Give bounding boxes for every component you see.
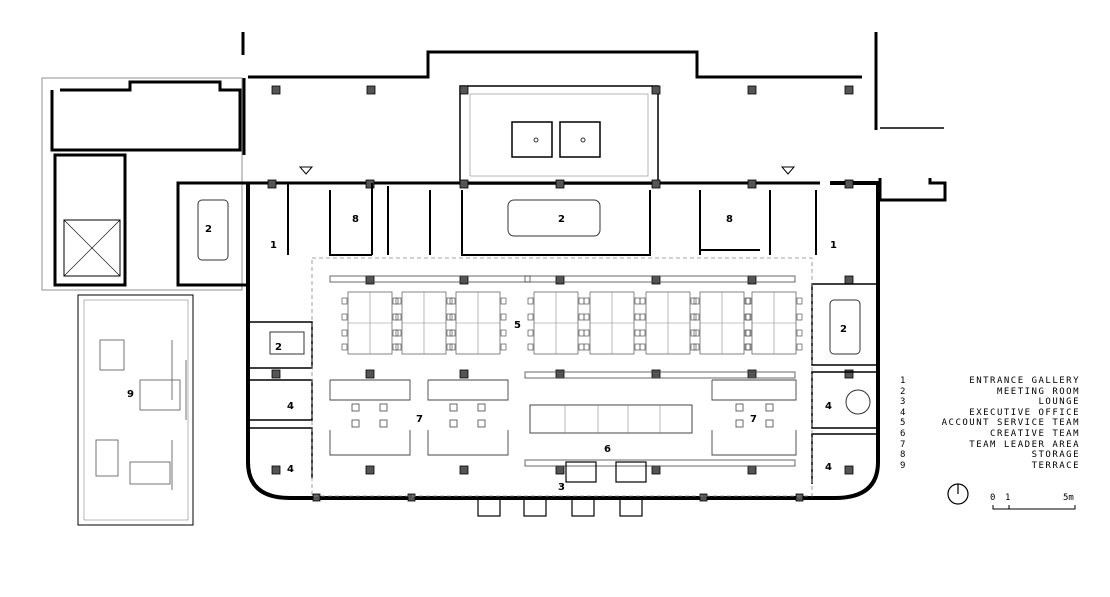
room-label-storage-east: 8: [726, 214, 733, 225]
room-label-storage-west: 8: [352, 214, 359, 225]
legend-number: 9: [900, 460, 907, 471]
room-label-leader-east: 7: [750, 414, 757, 425]
room-label-exec-east-2: 4: [825, 462, 832, 473]
room-label-account-service: 5: [514, 320, 521, 331]
room-label-meeting-west-small: 2: [275, 342, 282, 353]
legend-row: 6 CREATIVE TEAM: [900, 429, 1080, 440]
legend-row: 5 ACCOUNT SERVICE TEAM: [900, 418, 1080, 429]
legend-label: LOUNGE: [1038, 397, 1080, 408]
room-label-leader-west: 7: [416, 414, 423, 425]
room-label-creative: 6: [604, 444, 611, 455]
legend-label: MEETING ROOM: [996, 386, 1080, 397]
room-label-entrance-west: 1: [270, 240, 277, 251]
terrace-furniture: [95, 339, 187, 490]
legend-number: 8: [900, 450, 907, 461]
room-legend: 1 ENTRANCE GALLERY 2 MEETING ROOM 3 LOUNGE 4 EX…: [900, 376, 1080, 471]
legend-number: 6: [900, 428, 907, 439]
legend-number: 4: [900, 407, 907, 418]
north-arrow-icon: [947, 483, 969, 505]
legend-row: 4 EXECUTIVE OFFICE: [900, 408, 1080, 419]
team-leader-furniture: [329, 379, 797, 456]
room-label-exec-west-1: 4: [287, 401, 294, 412]
lounge-bays: [477, 497, 643, 517]
legend-label: ENTRANCE GALLERY: [969, 376, 1080, 386]
scale-mid-label: 1: [1005, 493, 1010, 503]
legend-number: 2: [900, 386, 907, 397]
room-labels: 1 1 2 2 2 2 3 4 4 4 4 5 6 7 7 8 8 9: [127, 214, 847, 493]
room-label-lounge: 3: [558, 482, 565, 493]
legend-label: TEAM LEADER AREA: [969, 439, 1080, 450]
meeting-tables: [197, 137, 871, 415]
room-label-meeting-east: 2: [840, 324, 847, 335]
scale-end-label: 5m: [1063, 493, 1074, 503]
legend-row: 2 MEETING ROOM: [900, 387, 1080, 398]
account-service-desks: [341, 291, 803, 355]
legend-row: 9 TERRACE: [900, 461, 1080, 472]
entrance-markers: [298, 166, 796, 175]
legend-number: 3: [900, 397, 907, 408]
scale-bar: 0 1 5m: [990, 493, 1076, 510]
room-label-exec-east-1: 4: [825, 401, 832, 412]
scale-start-label: 0: [990, 493, 995, 503]
room-label-terrace: 9: [127, 389, 134, 400]
room-label-meeting-northwest: 2: [205, 224, 212, 235]
interior-walls: [250, 183, 876, 497]
legend-label: TERRACE: [1031, 460, 1080, 471]
legend-label: ACCOUNT SERVICE TEAM: [941, 418, 1080, 429]
legend-label: CREATIVE TEAM: [990, 428, 1080, 439]
legend-row: 8 STORAGE: [900, 450, 1080, 461]
legend-label: STORAGE: [1031, 450, 1080, 461]
building-walls: [41, 32, 947, 526]
legend-number: 5: [900, 418, 907, 429]
legend-row: 1 ENTRANCE GALLERY: [900, 376, 1080, 387]
legend-number: 1: [900, 376, 907, 386]
room-label-entrance-east: 1: [830, 240, 837, 251]
room-label-meeting-center: 2: [558, 214, 565, 225]
room-label-exec-west-2: 4: [287, 464, 294, 475]
legend-label: EXECUTIVE OFFICE: [969, 407, 1080, 418]
structural-columns: [267, 85, 854, 502]
legend-row: 3 LOUNGE: [900, 397, 1080, 408]
legend-row: 7 TEAM LEADER AREA: [900, 440, 1080, 451]
legend-number: 7: [900, 439, 907, 450]
